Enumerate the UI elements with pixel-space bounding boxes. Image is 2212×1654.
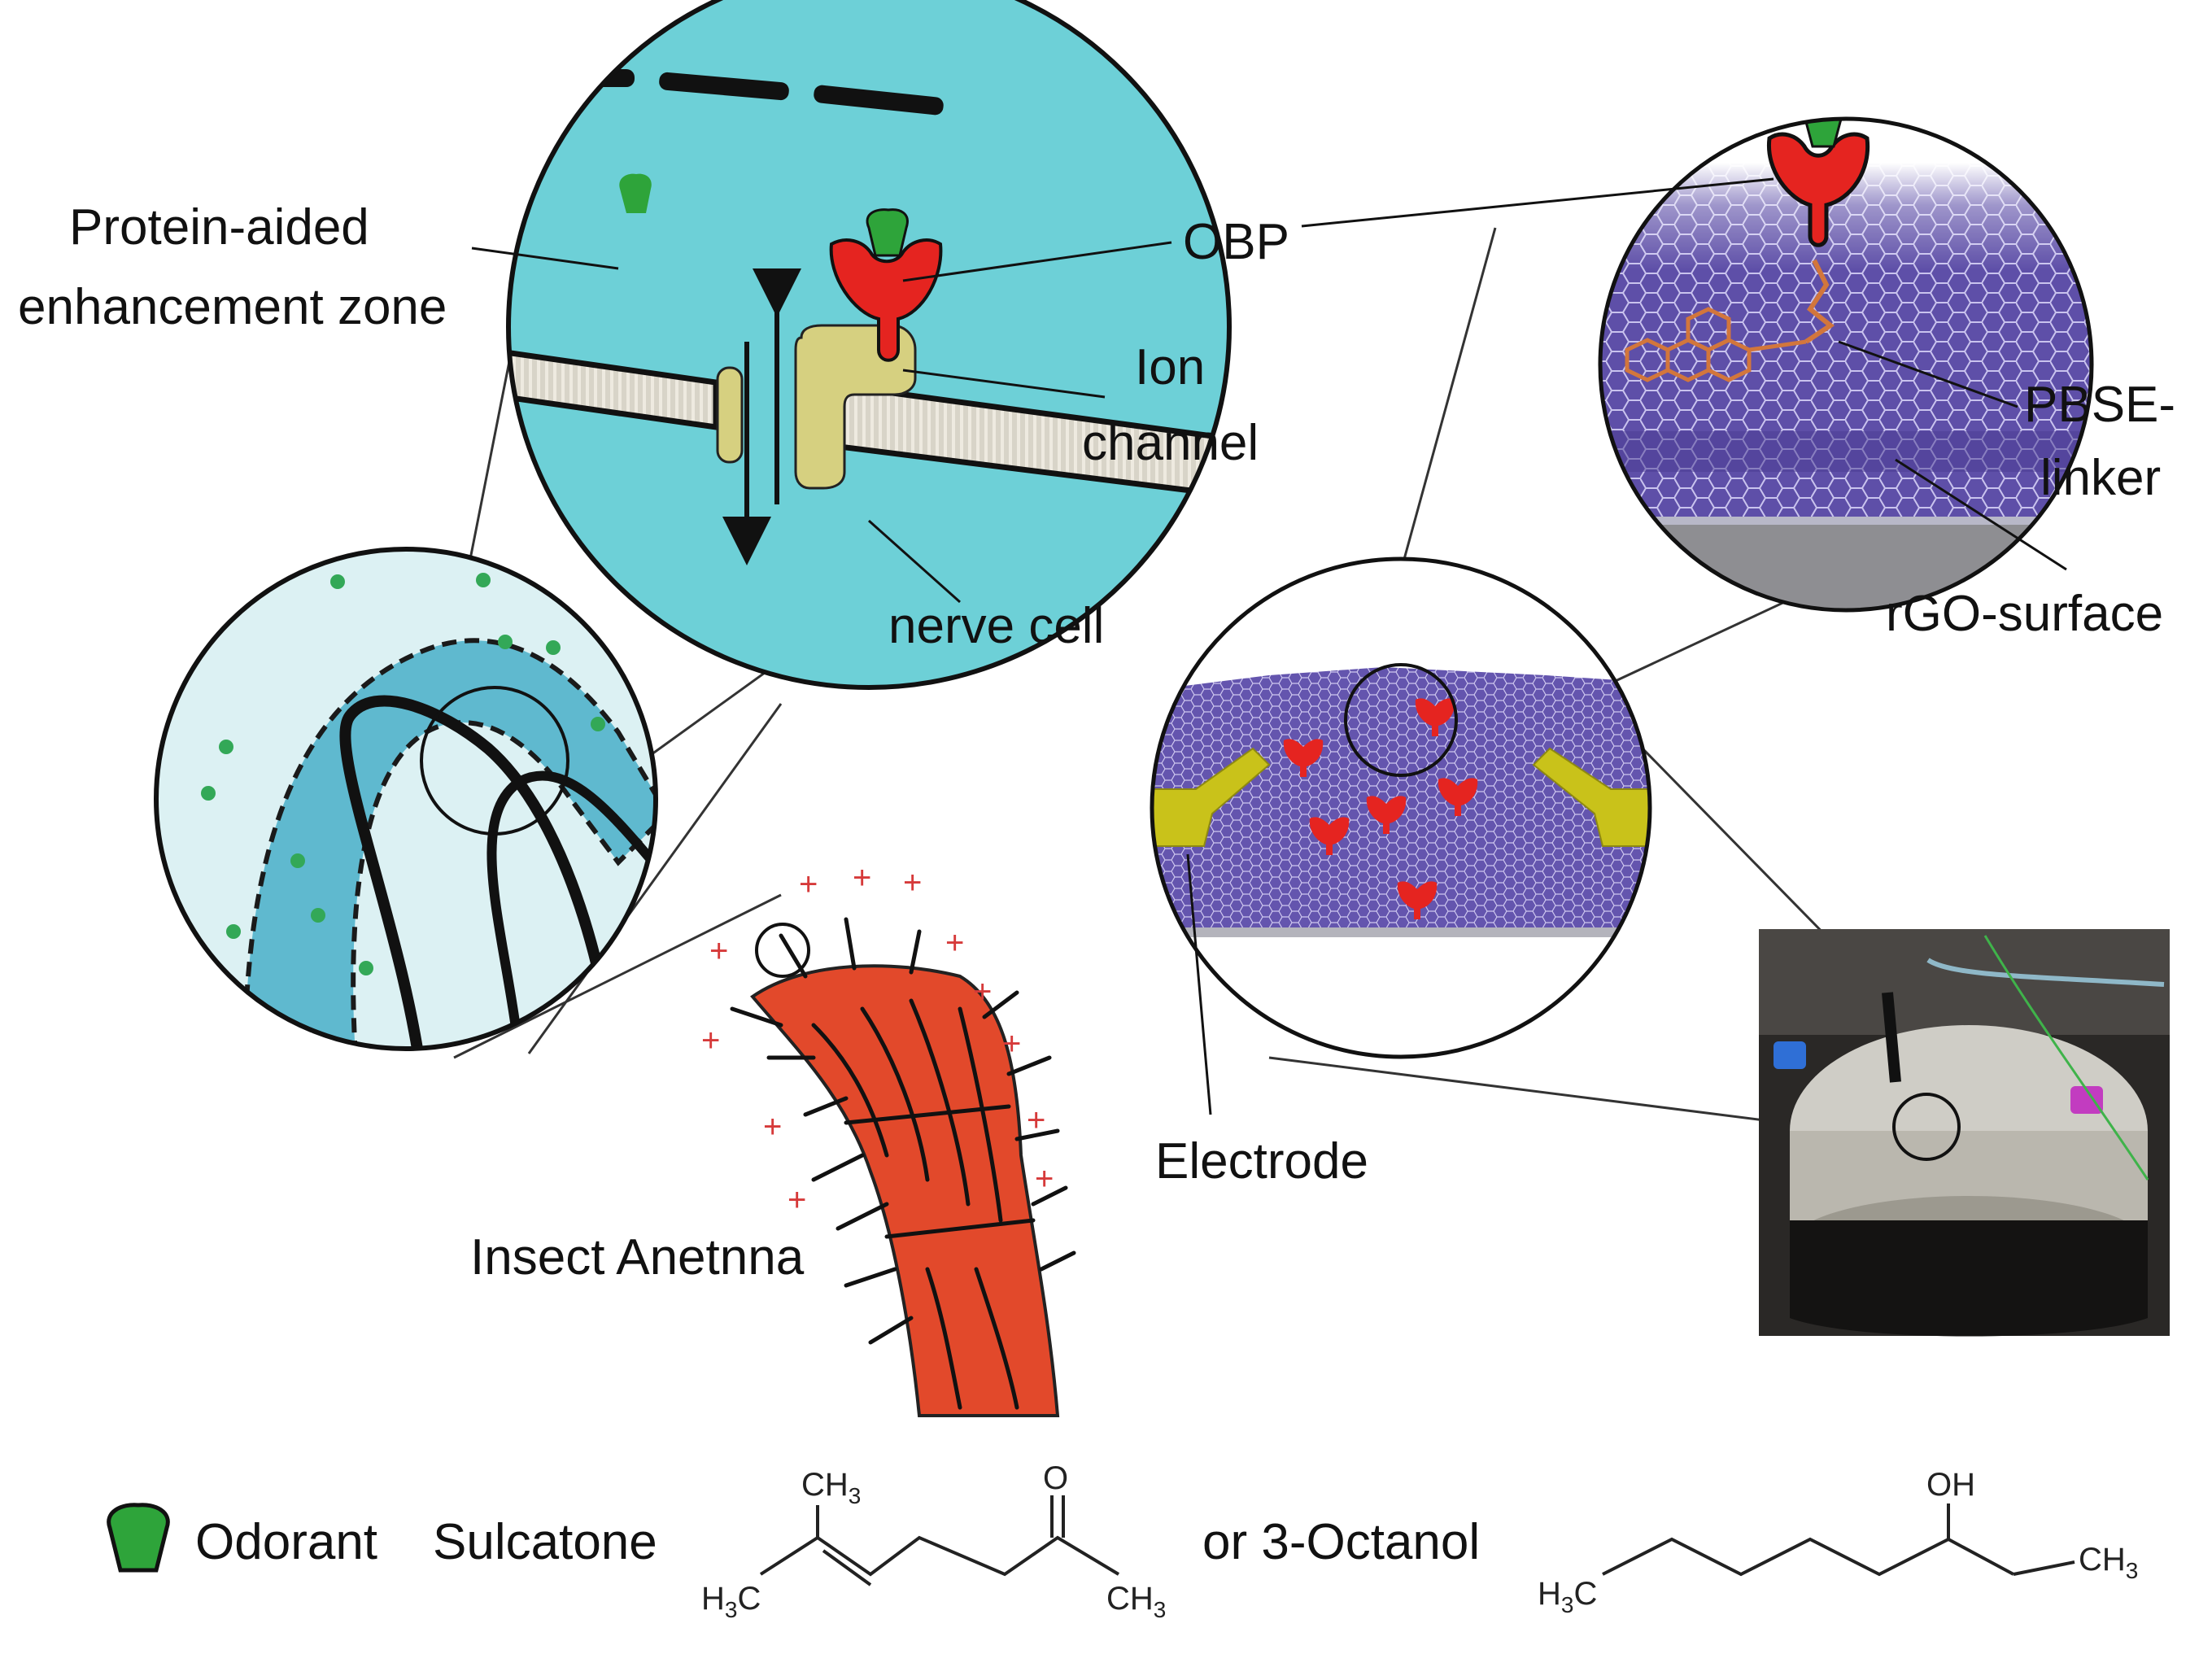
protein-zone-label-line1: Protein-aided: [69, 199, 369, 255]
legend-odorant-label: Odorant: [195, 1514, 377, 1570]
svg-text:CH3: CH3: [2079, 1542, 2138, 1583]
device-photo: [1759, 929, 2170, 1337]
svg-text:+: +: [1035, 1161, 1054, 1197]
octanol-h3c-h: H: [1538, 1576, 1561, 1612]
sulcatone-h3c-h: H: [701, 1581, 725, 1617]
svg-text:+: +: [709, 933, 728, 969]
octanol-h3c-c: C: [1573, 1576, 1597, 1612]
rgo-surface-label: rGO-surface: [1886, 586, 2163, 642]
svg-text:+: +: [701, 1023, 720, 1058]
sulcatone-structure: CH3 O H3C CH3: [701, 1460, 1166, 1622]
electrode-chip-circle: [1150, 556, 1652, 1059]
octanol-structure: OH H3C CH3: [1538, 1467, 2138, 1617]
protein-zone-label-line2: enhancement zone: [18, 279, 447, 335]
svg-text:+: +: [799, 866, 818, 902]
ion-channel-label-line1: Ion: [1135, 339, 1205, 395]
odorant-icon: [866, 208, 909, 257]
nerve-cell-label: nerve cell: [888, 598, 1104, 654]
sulcatone-ch3-top: CH: [801, 1467, 849, 1503]
sulcatone-ch3-right: CH: [1106, 1581, 1154, 1617]
svg-text:CH3: CH3: [801, 1467, 861, 1508]
sulcatone-h3c-c: C: [737, 1581, 761, 1617]
legend-sulcatone-label: Sulcatone: [433, 1514, 657, 1570]
diagram-labels: Protein-aided enhancement zone OBP Ion c…: [18, 199, 2175, 1285]
obp-markers: [1283, 698, 1478, 919]
electrode-label: Electrode: [1155, 1133, 1368, 1189]
legend-row: Odorant Sulcatone or 3-Octanol: [107, 1503, 1480, 1573]
svg-text:+: +: [853, 860, 871, 896]
svg-text:+: +: [1002, 1026, 1021, 1062]
nerve-cell-circle: [506, 0, 1232, 690]
sulcatone-ch3-top-subscript: 3: [849, 1483, 862, 1508]
octanol-h3c-subscript: 3: [1561, 1592, 1574, 1617]
insect-antenna-label: Insect Anetnna: [470, 1229, 805, 1285]
octanol-ch3: CH: [2079, 1542, 2126, 1578]
svg-text:H3C: H3C: [701, 1581, 761, 1622]
obp-label: OBP: [1183, 214, 1289, 270]
pbse-label-line1: PBSE-: [2024, 377, 2175, 433]
svg-text:+: +: [788, 1182, 806, 1218]
odorant-dots: [201, 573, 605, 975]
svg-text:+: +: [1027, 1102, 1045, 1138]
charge-plus-signs: +++ +++ +++ +++: [701, 860, 1054, 1218]
label-leader-lines: [471, 177, 2067, 1115]
odorant-icon: [619, 173, 652, 213]
svg-text:+: +: [945, 925, 964, 961]
odorant-icon: [107, 1503, 170, 1573]
octanol-ch3-subscript: 3: [2126, 1558, 2139, 1583]
pbse-linker-circle: [1598, 116, 2094, 613]
enhancement-zone-circle: [154, 547, 658, 1051]
svg-text:+: +: [763, 1109, 782, 1145]
pbse-label-line2: linker: [2040, 450, 2161, 506]
ion-channel-icon: [716, 324, 917, 490]
sulcatone-ch3-right-subscript: 3: [1154, 1597, 1167, 1622]
sulcatone-oxygen: O: [1043, 1460, 1068, 1496]
insect-antenna: +++ +++ +++ +++: [701, 860, 1076, 1417]
legend-octanol-label: or 3-Octanol: [1202, 1514, 1480, 1570]
odorant-icon: [1639, 119, 1675, 132]
svg-text:+: +: [973, 974, 992, 1010]
svg-text:H3C: H3C: [1538, 1576, 1597, 1617]
octanol-oh: OH: [1926, 1467, 1975, 1503]
svg-text:+: +: [903, 865, 922, 901]
svg-text:CH3: CH3: [1106, 1581, 1166, 1622]
sulcatone-h3c-subscript: 3: [725, 1597, 738, 1622]
odorant-icon: [1804, 119, 1843, 148]
ion-channel-label-line2: channel: [1082, 415, 1259, 471]
obp-protein-icon: [1766, 132, 1870, 247]
